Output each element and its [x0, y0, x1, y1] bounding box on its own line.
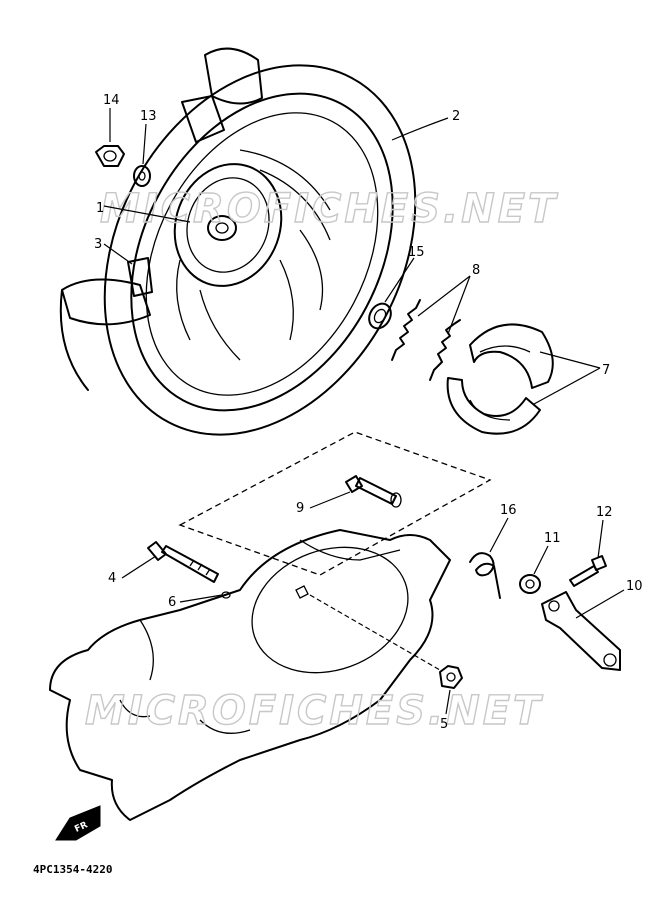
brake-camshaft-part-9	[345, 475, 402, 508]
part-label-3: 3	[94, 237, 102, 252]
watermark-top: MICROFICHES.NET	[100, 186, 558, 232]
transmission-case	[49, 529, 451, 821]
watermark-bottom: MICROFICHES.NET	[85, 688, 543, 734]
washer-part-11	[519, 574, 541, 594]
part-label-8: 8	[472, 263, 480, 278]
washer-part-13	[133, 165, 151, 187]
part-number-labels: 14 13 1 2 3 15 8 7 9 4 6 16 11 12 10 5	[94, 93, 643, 732]
shaft-part-4	[147, 541, 219, 583]
part-label-10: 10	[626, 579, 643, 594]
front-direction-marker: FR	[55, 805, 101, 841]
part-label-1: 1	[96, 201, 104, 216]
part-label-6: 6	[168, 595, 176, 610]
part-label-11: 11	[544, 531, 561, 546]
rear-wheel-tire	[59, 47, 417, 436]
nut-part-5	[439, 665, 463, 689]
part-label-12: 12	[596, 505, 613, 520]
callout-leaders	[103, 108, 625, 715]
flange-nut-part-14	[95, 145, 125, 167]
assembly-guide-box	[178, 431, 492, 576]
part-label-13: 13	[140, 109, 157, 124]
part-label-2: 2	[452, 109, 460, 124]
brake-spring-part-8	[391, 299, 461, 381]
oil-seal-part-15	[368, 302, 392, 330]
part-label-5: 5	[440, 717, 448, 732]
part-label-4: 4	[108, 571, 116, 586]
part-label-7: 7	[602, 363, 610, 378]
brake-shoe-part-7	[446, 323, 554, 435]
bolt-part-12	[569, 555, 607, 587]
diagram-code: 4PC1354-4220	[33, 863, 112, 876]
return-spring-part-16	[469, 552, 501, 599]
brake-lever-part-10	[541, 591, 621, 671]
part-label-15: 15	[408, 245, 425, 260]
part-label-9: 9	[296, 501, 304, 516]
part-label-14: 14	[103, 93, 120, 108]
part-label-16: 16	[500, 503, 517, 518]
